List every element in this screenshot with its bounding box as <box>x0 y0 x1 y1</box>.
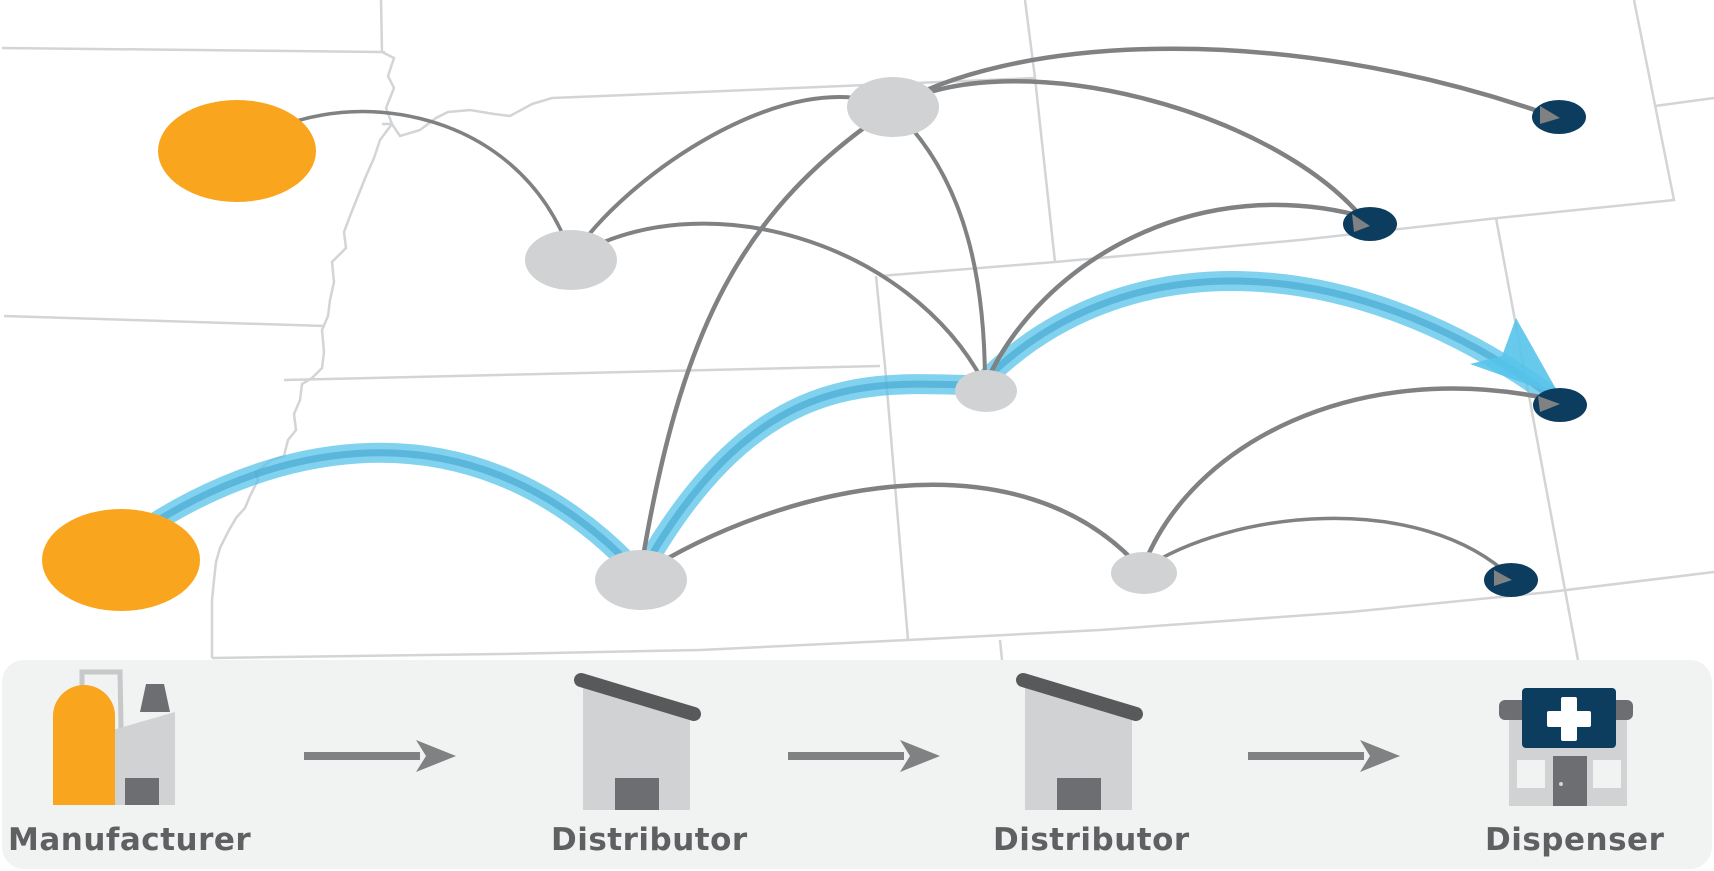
distributor-node <box>525 230 617 290</box>
state-border-line <box>998 639 1004 661</box>
dispenser-node <box>1343 207 1397 241</box>
highlighted-route-core <box>114 277 1552 581</box>
arrow-tip <box>1494 570 1512 586</box>
legend-panel <box>2 660 1712 869</box>
flow-arrow <box>982 202 1371 388</box>
legend-label-dispenser: Dispenser <box>1485 822 1665 858</box>
state-border-line <box>283 364 881 382</box>
arrow-right-icon <box>788 740 940 772</box>
warehouse-icon <box>1016 673 1143 810</box>
legend-label-distributor: Distributor <box>551 822 748 858</box>
highlighted-route <box>108 271 1560 592</box>
arrow-tip <box>1540 106 1560 124</box>
node-arrow-tips <box>1352 106 1560 586</box>
state-border-line <box>874 275 910 641</box>
flow-arrow <box>570 95 894 260</box>
highlighted-route-arrowhead <box>1470 318 1560 396</box>
state-border-line <box>210 0 396 658</box>
arrow-right-icon <box>304 740 456 772</box>
state-border-line <box>1023 0 1057 263</box>
dispenser-node <box>1533 388 1587 422</box>
manufacturer-node <box>158 100 316 202</box>
arrow-tip <box>1352 214 1370 232</box>
nodes <box>42 77 1587 611</box>
legend-label-manufacturer: Manufacturer <box>8 822 252 858</box>
flow-arrow <box>637 482 1145 578</box>
flow-arrows <box>236 46 1561 580</box>
flow-arrow <box>637 105 895 578</box>
state-border-line <box>382 76 1036 138</box>
flow-arrow <box>890 106 988 387</box>
arrow-right-icon <box>1248 740 1400 772</box>
distributor-node <box>847 77 939 137</box>
state-border-line <box>1494 217 1580 661</box>
factory-icon <box>53 669 175 805</box>
distributor-node <box>955 370 1017 412</box>
flow-arrow <box>889 46 1561 121</box>
distributor-node <box>595 550 687 610</box>
legend-label-distributor: Distributor <box>993 822 1190 858</box>
flow-arrow <box>1139 386 1548 573</box>
warehouse-icon <box>574 673 701 810</box>
flow-arrow <box>1140 516 1514 580</box>
distributor-node <box>1111 552 1177 594</box>
flow-arrow <box>889 79 1371 228</box>
state-border-line <box>3 314 326 328</box>
flow-arrow <box>570 221 987 387</box>
state-border-line <box>1654 96 1714 108</box>
manufacturer-node <box>42 509 200 611</box>
state-border-line <box>1 46 386 54</box>
dispenser-node <box>1532 100 1586 134</box>
arrow-tip <box>1538 396 1560 412</box>
pharmacy-icon <box>1499 688 1633 806</box>
state-border-line <box>879 0 1676 278</box>
